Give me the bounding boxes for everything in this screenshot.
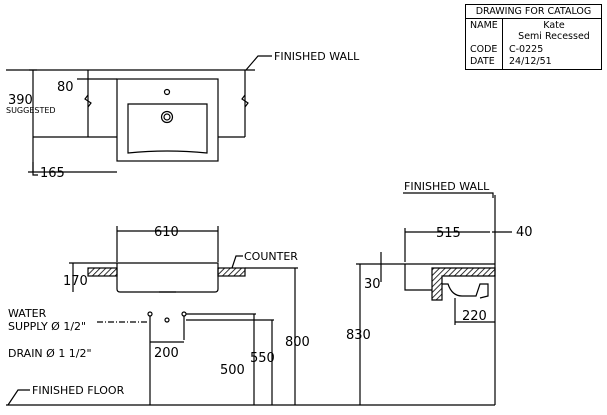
date-value: 24/12/51 [509, 56, 552, 67]
code-value: C-0225 [509, 44, 544, 55]
title-block: DRAWING FOR CATALOG NAME Kate Semi Reces… [465, 4, 602, 70]
counter-side [431, 267, 496, 301]
name-value-line2: Semi Recessed [518, 31, 590, 42]
dim-30-label: 30 [364, 277, 381, 292]
dim-515-label: 515 [436, 226, 461, 241]
dim-170-label: 170 [63, 274, 88, 289]
dim-830-label: 830 [346, 328, 371, 343]
front-view [6, 226, 495, 406]
title-block-divider [502, 18, 503, 70]
bowl-outline [127, 103, 208, 154]
date-label: DATE [470, 56, 495, 67]
dim-550-label: 550 [250, 351, 275, 366]
name-label: NAME [470, 20, 498, 31]
drain-inner [163, 113, 171, 121]
dim-500-label: 500 [220, 363, 245, 378]
water-supply-label-1: WATER [8, 307, 47, 320]
dim-220-label: 220 [462, 309, 487, 324]
finished-floor-label: FINISHED FLOOR [32, 384, 125, 397]
finished-floor-leader [7, 389, 30, 406]
dim-40-label: 40 [516, 225, 533, 240]
break-mark-right [241, 94, 249, 108]
dim-390-label: 390 [8, 93, 33, 108]
basin-top-outline [116, 78, 219, 162]
drain-outer [160, 110, 174, 124]
top-view [6, 55, 272, 176]
water-supply-label-2: SUPPLY Ø 1/2" [8, 320, 86, 333]
dim-165-label: 165 [40, 166, 65, 181]
side-view [356, 192, 512, 405]
dim-80-label: 80 [57, 80, 74, 95]
side-wall-leader [403, 192, 494, 198]
basin-side-bowl [404, 264, 432, 291]
drain-point [164, 317, 170, 323]
drain-label: DRAIN Ø 1 1/2" [8, 347, 92, 360]
suggested-label: SUGGESTED [6, 106, 56, 115]
dim-165-leader [32, 162, 38, 176]
name-value-line1: Kate [543, 20, 565, 31]
counter-left [87, 267, 118, 277]
side-finished-wall-label: FINISHED WALL [404, 180, 490, 193]
counter-right [217, 267, 246, 277]
basin-front [116, 262, 219, 293]
top-finished-wall-label: FINISHED WALL [274, 50, 360, 63]
basin-side-trap [442, 283, 489, 299]
counter-leader [231, 255, 243, 269]
dim-610-label: 610 [154, 225, 179, 240]
dim-800-label: 800 [285, 335, 310, 350]
supply-left [147, 311, 153, 317]
code-label: CODE [470, 44, 498, 55]
finished-wall-leader [245, 55, 272, 71]
tap-hole [163, 88, 171, 96]
break-mark-left [84, 94, 92, 108]
dim-200-label: 200 [154, 346, 179, 361]
supply-right [181, 311, 187, 317]
counter-label: COUNTER [244, 250, 298, 263]
title-block-heading: DRAWING FOR CATALOG [466, 5, 601, 19]
